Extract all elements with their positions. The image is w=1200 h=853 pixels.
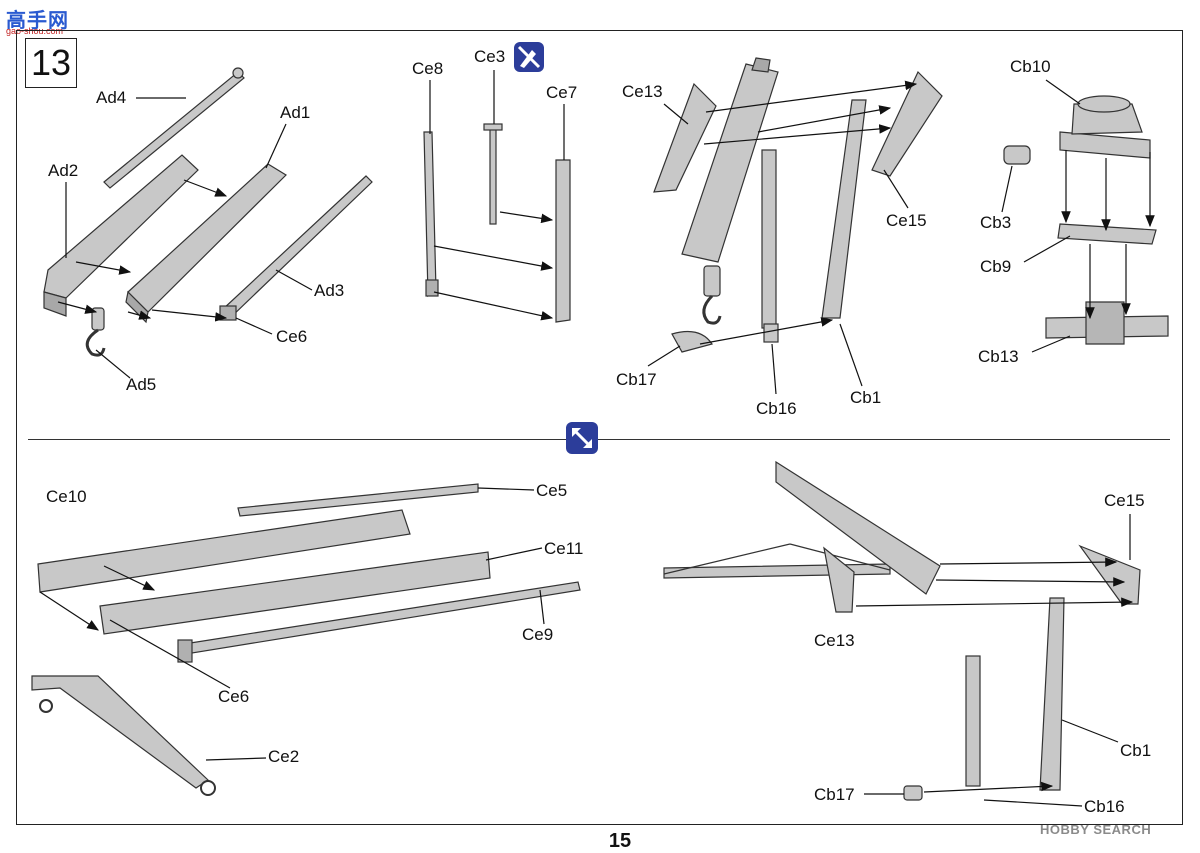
site-logo: 高手网 xyxy=(6,10,69,32)
part-cb10-turntable xyxy=(1059,95,1151,159)
part-cb17-bottom xyxy=(903,785,923,801)
label-cb1-top: Cb1 xyxy=(850,388,882,407)
label-ce10: Ce10 xyxy=(46,487,87,506)
label-ce6-top: Ce6 xyxy=(276,327,308,346)
part-cb17 xyxy=(671,331,713,353)
label-cb16-top: Cb16 xyxy=(756,399,797,418)
part-ce15-bottom-plate xyxy=(1078,544,1141,605)
part-ce13-plate xyxy=(653,82,717,193)
step-frame xyxy=(16,30,1183,825)
label-ce15-bottom: Ce15 xyxy=(1104,491,1145,510)
part-boom-main xyxy=(681,57,779,263)
label-cb3: Cb3 xyxy=(980,213,1012,232)
part-cb16 xyxy=(763,323,779,343)
label-ce3: Ce3 xyxy=(474,47,506,66)
no-glue-icon xyxy=(514,42,544,72)
label-cb10: Cb10 xyxy=(1010,57,1051,76)
label-ce2: Ce2 xyxy=(268,747,300,766)
part-ce7 xyxy=(555,159,571,323)
part-cb1-column xyxy=(821,99,867,319)
part-hook-block xyxy=(702,265,722,325)
label-ad3: Ad3 xyxy=(314,281,345,300)
label-cb1-bottom: Cb1 xyxy=(1120,741,1152,760)
label-ce6-bottom: Ce6 xyxy=(218,687,250,706)
part-ce11-beam xyxy=(99,551,491,635)
page-number: 15 xyxy=(608,830,632,852)
watermark: HOBBY SEARCH xyxy=(1040,822,1152,837)
part-cb3 xyxy=(1003,145,1031,165)
part-ad2-beam xyxy=(43,154,199,317)
part-spreader-bar xyxy=(663,543,891,579)
label-ce11: Ce11 xyxy=(544,539,584,558)
part-ad5-hook xyxy=(85,307,106,357)
step-number: 13 xyxy=(25,38,77,88)
part-ce8 xyxy=(423,131,439,298)
rotate-view-icon xyxy=(566,422,598,454)
label-ad1: Ad1 xyxy=(280,103,311,122)
label-ce8: Ce8 xyxy=(412,59,444,78)
part-ce15-plate xyxy=(871,70,943,177)
part-boom-assembled xyxy=(775,460,941,595)
label-ce15-top: Ce15 xyxy=(886,211,927,230)
section-divider xyxy=(28,439,1170,440)
part-cb13-base xyxy=(1045,301,1169,345)
label-cb16-bottom: Cb16 xyxy=(1084,797,1125,816)
part-cylinder xyxy=(761,149,777,329)
part-ce2-hook-frame xyxy=(31,675,216,796)
part-ad4-rod xyxy=(103,67,245,189)
label-ad4: Ad4 xyxy=(96,88,127,107)
label-ad2: Ad2 xyxy=(48,161,79,180)
part-ce10-beam xyxy=(37,509,411,593)
part-cylinder-bottom xyxy=(965,655,981,787)
label-cb17-bottom: Cb17 xyxy=(814,785,855,804)
part-ce3-rod xyxy=(483,123,503,225)
label-ad5: Ad5 xyxy=(126,375,157,394)
part-ce13-bottom-plate xyxy=(823,546,855,613)
label-cb13: Cb13 xyxy=(978,347,1019,366)
label-cb17-top: Cb17 xyxy=(616,370,657,389)
part-cb9-plate xyxy=(1057,223,1157,245)
leader-lines xyxy=(65,70,1131,807)
assembly-arrows xyxy=(39,80,1155,793)
label-ce9: Ce9 xyxy=(522,625,554,644)
site-url: gao-shou.com xyxy=(6,26,64,36)
label-ce13-top: Ce13 xyxy=(622,82,663,101)
part-ce5-rod xyxy=(237,483,479,517)
label-ce7: Ce7 xyxy=(546,83,578,102)
label-cb9: Cb9 xyxy=(980,257,1012,276)
label-ce5: Ce5 xyxy=(536,481,568,500)
part-cb1-bottom-column xyxy=(1039,597,1065,791)
label-ce13-bottom: Ce13 xyxy=(814,631,855,650)
